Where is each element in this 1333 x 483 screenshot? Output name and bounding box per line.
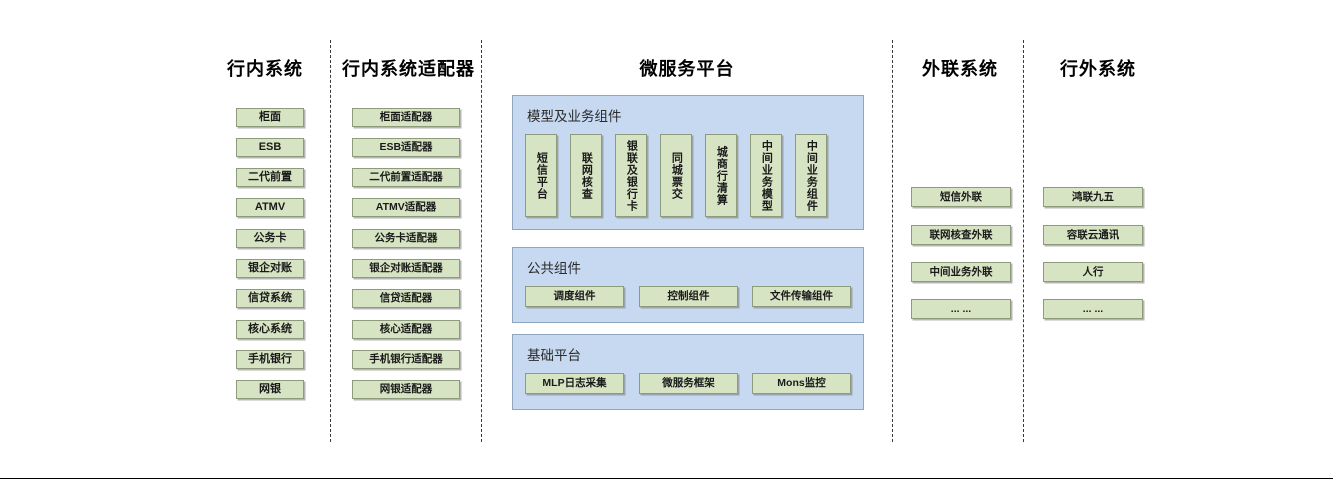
node-external-link-system[interactable]: 中间业务外联: [911, 262, 1011, 282]
panel-title-public-components: 公共组件: [527, 261, 581, 276]
node-intrabank-adapter[interactable]: 二代前置适配器: [352, 168, 460, 187]
node-intrabank-system[interactable]: 公务卡: [236, 229, 304, 248]
node-outside-bank-system[interactable]: ... ...: [1043, 299, 1143, 319]
node-outside-bank-system[interactable]: 鸿联九五: [1043, 187, 1143, 207]
node-outside-bank-system[interactable]: 容联云通讯: [1043, 225, 1143, 245]
column-title-intrabank-adapters: 行内系统适配器: [342, 59, 475, 79]
node-model-component[interactable]: 城商行清算: [705, 134, 737, 217]
node-base-platform-component[interactable]: 微服务框架: [639, 373, 738, 394]
node-intrabank-system[interactable]: 核心系统: [236, 320, 304, 339]
node-external-link-system[interactable]: ... ...: [911, 299, 1011, 319]
node-model-component[interactable]: 银联及银行卡: [615, 134, 647, 217]
node-model-component[interactable]: 短信平台: [525, 134, 557, 217]
node-intrabank-adapter[interactable]: 柜面适配器: [352, 108, 460, 127]
node-intrabank-adapter[interactable]: 公务卡适配器: [352, 229, 460, 248]
node-public-component[interactable]: 调度组件: [525, 286, 624, 307]
panel-title-model-and-business-components: 模型及业务组件: [527, 109, 622, 124]
node-intrabank-adapter[interactable]: 手机银行适配器: [352, 350, 460, 369]
node-intrabank-system[interactable]: 网银: [236, 380, 304, 399]
bottom-divider: [0, 478, 1333, 479]
node-public-component[interactable]: 文件传输组件: [752, 286, 851, 307]
panel-title-base-platform: 基础平台: [527, 348, 581, 363]
panel-base-platform: 基础平台: [512, 334, 864, 410]
node-intrabank-system[interactable]: 银企对账: [236, 259, 304, 278]
node-intrabank-adapter[interactable]: 信贷适配器: [352, 289, 460, 308]
node-intrabank-adapter[interactable]: 网银适配器: [352, 380, 460, 399]
column-divider-4: [1023, 40, 1024, 442]
column-divider-1: [330, 40, 331, 442]
node-model-component[interactable]: 同城票交: [660, 134, 692, 217]
node-intrabank-adapter[interactable]: ESB适配器: [352, 138, 460, 157]
node-intrabank-adapter[interactable]: 银企对账适配器: [352, 259, 460, 278]
node-intrabank-system[interactable]: 信贷系统: [236, 289, 304, 308]
node-intrabank-adapter[interactable]: 核心适配器: [352, 320, 460, 339]
node-model-component[interactable]: 联网核查: [570, 134, 602, 217]
node-intrabank-adapter[interactable]: ATMV适配器: [352, 198, 460, 217]
node-intrabank-system[interactable]: 手机银行: [236, 350, 304, 369]
column-divider-3: [892, 40, 893, 442]
column-title-microservice-platform: 微服务平台: [639, 59, 735, 79]
node-intrabank-system[interactable]: 柜面: [236, 108, 304, 127]
node-base-platform-component[interactable]: Mons监控: [752, 373, 851, 394]
node-model-component[interactable]: 中间业务模型: [750, 134, 782, 217]
node-intrabank-system[interactable]: ATMV: [236, 198, 304, 217]
column-title-external-link-systems: 外联系统: [922, 59, 998, 79]
column-title-intrabank-systems: 行内系统: [227, 59, 303, 79]
node-model-component[interactable]: 中间业务组件: [795, 134, 827, 217]
node-public-component[interactable]: 控制组件: [639, 286, 738, 307]
node-base-platform-component[interactable]: MLP日志采集: [525, 373, 624, 394]
node-outside-bank-system[interactable]: 人行: [1043, 262, 1143, 282]
column-divider-2: [481, 40, 482, 442]
panel-public-components: 公共组件: [512, 247, 864, 323]
node-external-link-system[interactable]: 短信外联: [911, 187, 1011, 207]
node-intrabank-system[interactable]: 二代前置: [236, 168, 304, 187]
column-title-outside-bank-systems: 行外系统: [1060, 59, 1136, 79]
node-external-link-system[interactable]: 联网核查外联: [911, 225, 1011, 245]
node-intrabank-system[interactable]: ESB: [236, 138, 304, 157]
